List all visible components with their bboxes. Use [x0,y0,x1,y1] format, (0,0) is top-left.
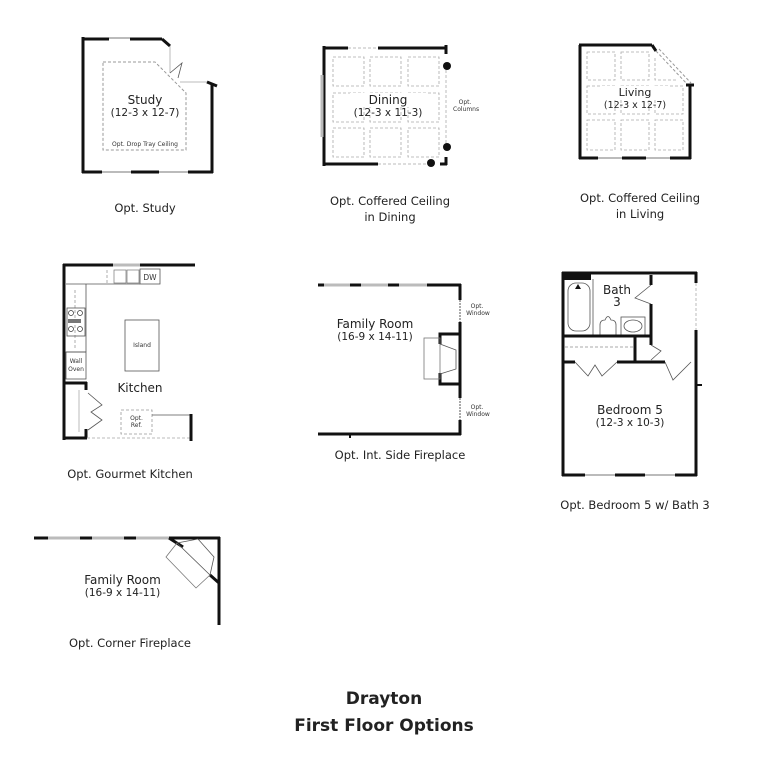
kitchen-dw-label: DW [143,273,157,282]
kitchen-walls [62,263,195,441]
study-plan: Study (12-3 x 12-7) Opt. Drop Tray Ceili… [60,30,230,190]
kitchen-plan: DW Island Wall Oven Kitchen Opt. Ref. [55,260,205,445]
kitchen-caption: Opt. Gourmet Kitchen [67,467,193,481]
kitchen-ref-label-1: Opt. [130,415,143,422]
bedroom5-plan: Bath 3 Bedroom 5 (12-3 x 10-3) [555,265,705,480]
dining-room-name: Dining [350,93,426,107]
page-title-line2: First Floor Options [294,716,474,736]
dining-walls [320,45,451,167]
living-caption-line1: Opt. Coffered Ceiling [579,191,701,205]
kitchen-room-name: Kitchen [117,381,163,395]
bedroom5-room-name: Bedroom 5 [597,403,663,417]
opt-window-note-1b: Window [466,310,490,317]
dining-columns-note-1: Opt. [458,99,472,106]
living-caption-line2: in Living [615,207,665,221]
bedroom5-walls [561,271,702,477]
opt-window-note-2a: Opt. [470,404,484,411]
opt-window-note-1a: Opt. [470,303,484,310]
family-room-corner-fireplace-walls [34,536,221,625]
corner-fireplace-caption: Opt. Corner Fireplace [69,636,191,650]
kitchen-island-label: Island [133,342,151,349]
dining-columns-note-2: Columns [453,106,480,113]
family-room-corner-fireplace-plan: Family Room (16-9 x 14-11) [30,525,230,635]
living-plan: Living (12-3 x 12-7) [570,40,710,170]
study-drop-tray-note: Opt. Drop Tray Ceiling [112,141,178,148]
living-walls [578,43,694,160]
living-caption: Opt. Coffered Ceiling in Living [550,190,730,222]
kitchen-wall-oven-label-1: Wall [69,358,83,365]
study-room-dims: (12-3 x 12-7) [110,107,180,119]
dining-room-dims: (12-3 x 11-3) [353,107,423,119]
bedroom5-caption: Opt. Bedroom 5 w/ Bath 3 [560,498,710,512]
bath3-name-line2: 3 [613,295,621,309]
int-fireplace-caption: Opt. Int. Side Fireplace [334,448,466,462]
family-room-corner-dims: (16-9 x 14-11) [84,587,161,599]
family-room-int-name: Family Room [336,317,414,331]
dining-caption: Opt. Coffered Ceiling in Dining [300,193,480,225]
kitchen-ref-label-2: Ref. [130,422,143,429]
opt-window-note-2b: Window [466,411,490,418]
living-room-dims: (12-3 x 12-7) [603,100,667,111]
page-title-line1: Drayton [345,689,423,709]
study-walls [81,37,218,174]
living-room-name: Living [600,86,670,100]
bath3-name-line1: Bath [603,283,631,297]
kitchen-wall-oven-label-2: Oven [68,366,84,373]
family-room-int-fireplace-plan: Family Room (16-9 x 14-11) Opt. Window O… [310,270,490,440]
family-room-int-fireplace-walls [318,283,462,438]
study-caption: Opt. Study [114,201,176,215]
dining-plan: Dining (12-3 x 11-3) Opt. Columns [310,40,490,180]
study-room-name: Study [127,93,163,107]
family-room-int-dims: (16-9 x 14-11) [337,331,413,343]
bedroom5-room-dims: (12-3 x 10-3) [595,417,665,429]
dining-caption-line1: Opt. Coffered Ceiling [329,194,451,208]
dining-caption-line2: in Dining [364,210,416,224]
family-room-corner-name: Family Room [84,573,161,587]
